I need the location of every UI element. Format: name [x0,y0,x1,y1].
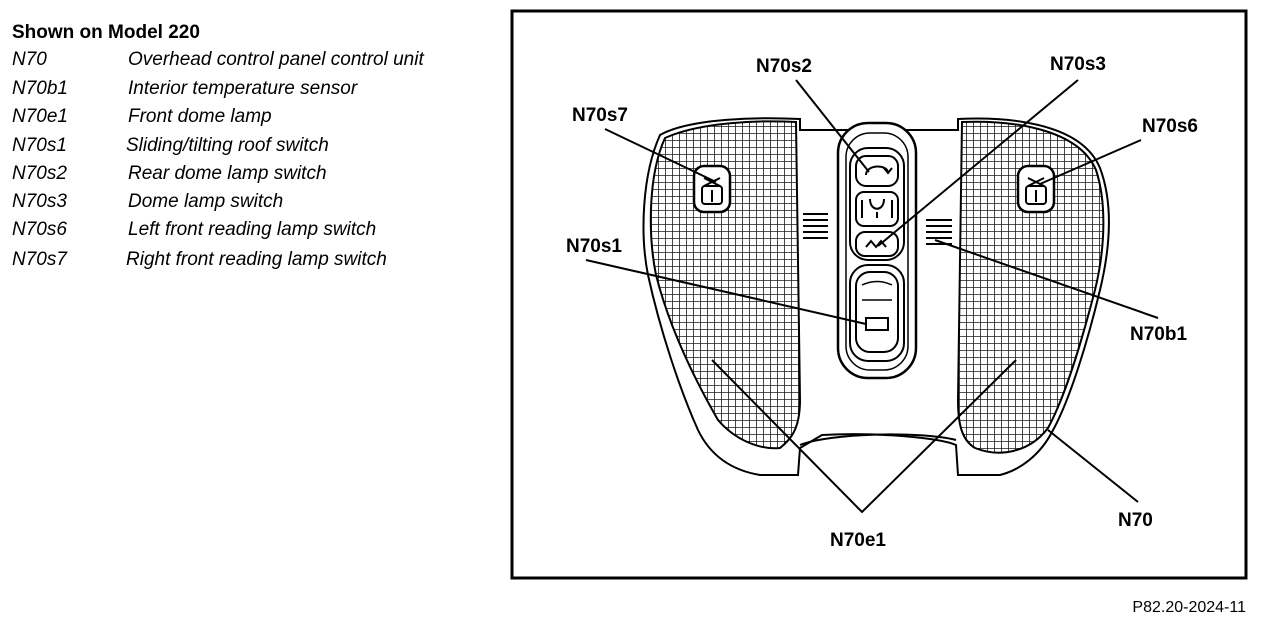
left-textured-wing [649,120,802,450]
legend-row-n70b1: N70b1 Interior temperature sensor [12,78,492,102]
legend-row-n70s3: N70s3 Dome lamp switch [12,191,492,215]
legend-desc: Right front reading lamp switch [126,249,387,270]
legend-desc: Left front reading lamp switch [128,219,377,240]
legend-code: N70s7 [12,249,67,270]
legend-code: N70s2 [12,163,67,184]
rear-dome-lamp-symbol-icon [865,165,893,176]
legend-row-n70s7: N70s7 Right front reading lamp switch [12,249,492,273]
reading-lamp-symbol-icon [1027,177,1045,202]
callout-n70: N70 [1118,510,1153,531]
legend-desc: Front dome lamp [128,106,272,127]
reading-lamp-symbol-icon [703,177,721,202]
legend-row-n70s6: N70s6 Left front reading lamp switch [12,219,492,243]
legend-row-n70s1: N70s1 Sliding/tilting roof switch [12,135,492,159]
legend-desc: Dome lamp switch [128,191,284,212]
left-front-reading-lamp-switch[interactable] [1016,164,1056,214]
legend-code: N70e1 [12,106,68,127]
right-textured-wing [956,120,1105,454]
legend-code: N70s6 [12,219,67,240]
figure-code: P82.20-2024-11 [1132,599,1246,616]
legend-code: N70 [12,49,47,70]
legend-row-n70e1: N70e1 Front dome lamp [12,106,492,130]
callout-n70s2: N70s2 [756,56,812,77]
dome-lamp-symbol-icon [861,198,893,218]
legend-code: N70s3 [12,191,67,212]
legend-code: N70b1 [12,78,68,99]
legend-desc: Interior temperature sensor [128,78,358,99]
callout-n70b1: N70b1 [1130,324,1187,345]
left-vent-grille [803,213,828,239]
right-front-reading-lamp-switch[interactable] [692,164,732,214]
legend-row-n70: N70 Overhead control panel control unit [12,49,492,73]
callout-n70s1: N70s1 [566,236,622,257]
sliding-tilting-roof-switch[interactable] [855,271,899,353]
callout-n70s3: N70s3 [1050,54,1106,75]
callout-n70e1: N70e1 [830,530,886,551]
sliding-roof-contour [861,280,893,301]
front-dome-lamp-lens [799,433,957,446]
legend-desc: Sliding/tilting roof switch [126,135,329,156]
callout-n70s7: N70s7 [572,105,628,126]
figure-frame [510,9,1248,580]
callout-n70s6: N70s6 [1142,116,1198,137]
leader-lines [585,79,1159,514]
rear-dome-lamp-switch[interactable] [855,155,899,187]
legend-desc: Overhead control panel control unit [128,49,424,70]
legend-title: Shown on Model 220 [12,22,200,43]
legend-desc: Rear dome lamp switch [128,163,327,184]
legend-row-n70s2: N70s2 Rear dome lamp switch [12,163,492,187]
legend-code: N70s1 [12,135,67,156]
sliding-roof-symbol-icon [865,317,889,331]
